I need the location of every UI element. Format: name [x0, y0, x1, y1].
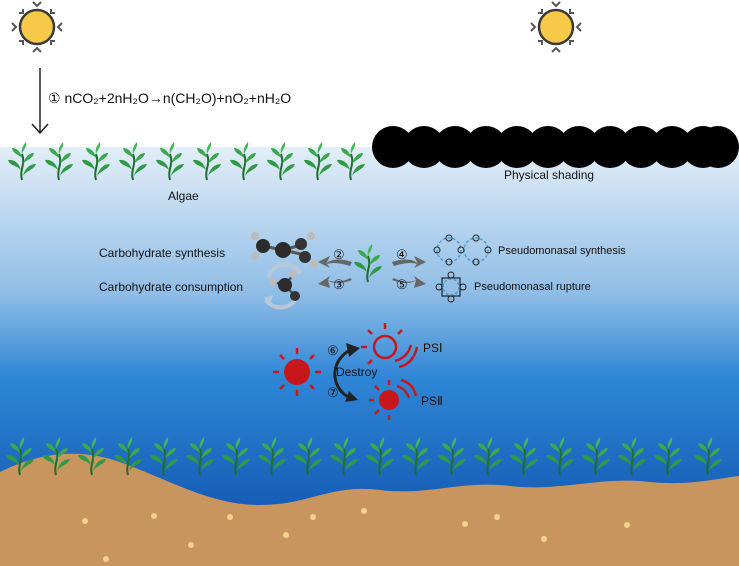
label-pseudo-synthesis: Pseudomonasal synthesis: [498, 245, 626, 257]
marker-5: ⑤: [396, 277, 408, 292]
label-psii: PSⅡ: [421, 394, 443, 408]
marker-6: ⑥: [327, 343, 339, 358]
marker-7: ⑦: [327, 385, 339, 400]
pseudomonas-synthesis-icon: [433, 234, 492, 266]
psi-icon: [361, 323, 419, 369]
label-carb-synthesis: Carbohydrate synthesis: [99, 246, 226, 260]
marker-4: ④: [396, 247, 408, 262]
light-down-arrow: [31, 68, 49, 135]
marker-2: ②: [333, 247, 345, 262]
label-destroy: Destroy: [336, 365, 378, 379]
label-algae: Algae: [168, 189, 199, 203]
sediment-particles: [82, 508, 630, 562]
psii-icon: [369, 378, 418, 420]
destroy-arrowhead-up: [346, 343, 360, 357]
label-psi: PSⅠ: [423, 341, 443, 355]
label-carb-consumption: Carbohydrate consumption: [99, 280, 244, 294]
grey-arrows: [318, 256, 426, 288]
red-sun-icon: [273, 348, 321, 396]
label-pseudo-rupture: Pseudomonasal rupture: [474, 281, 591, 293]
shading-balls: [372, 126, 739, 168]
label-physical-shading: Physical shading: [504, 168, 595, 182]
photosynthesis-equation: ① nCO₂+2nH₂O→n(CH₂O)+nO₂+nH₂O: [48, 90, 292, 106]
pseudomonas-rupture-icon: [435, 271, 467, 303]
molecule-consumption-icon: [264, 262, 302, 310]
sun-icon-left: [11, 1, 63, 53]
sediment-floor: [0, 453, 739, 566]
sun-icon-right: [530, 1, 582, 53]
destroy-arrowhead-down: [345, 391, 358, 402]
marker-3: ③: [333, 277, 345, 292]
molecule-synthesis-icon: [251, 232, 318, 268]
